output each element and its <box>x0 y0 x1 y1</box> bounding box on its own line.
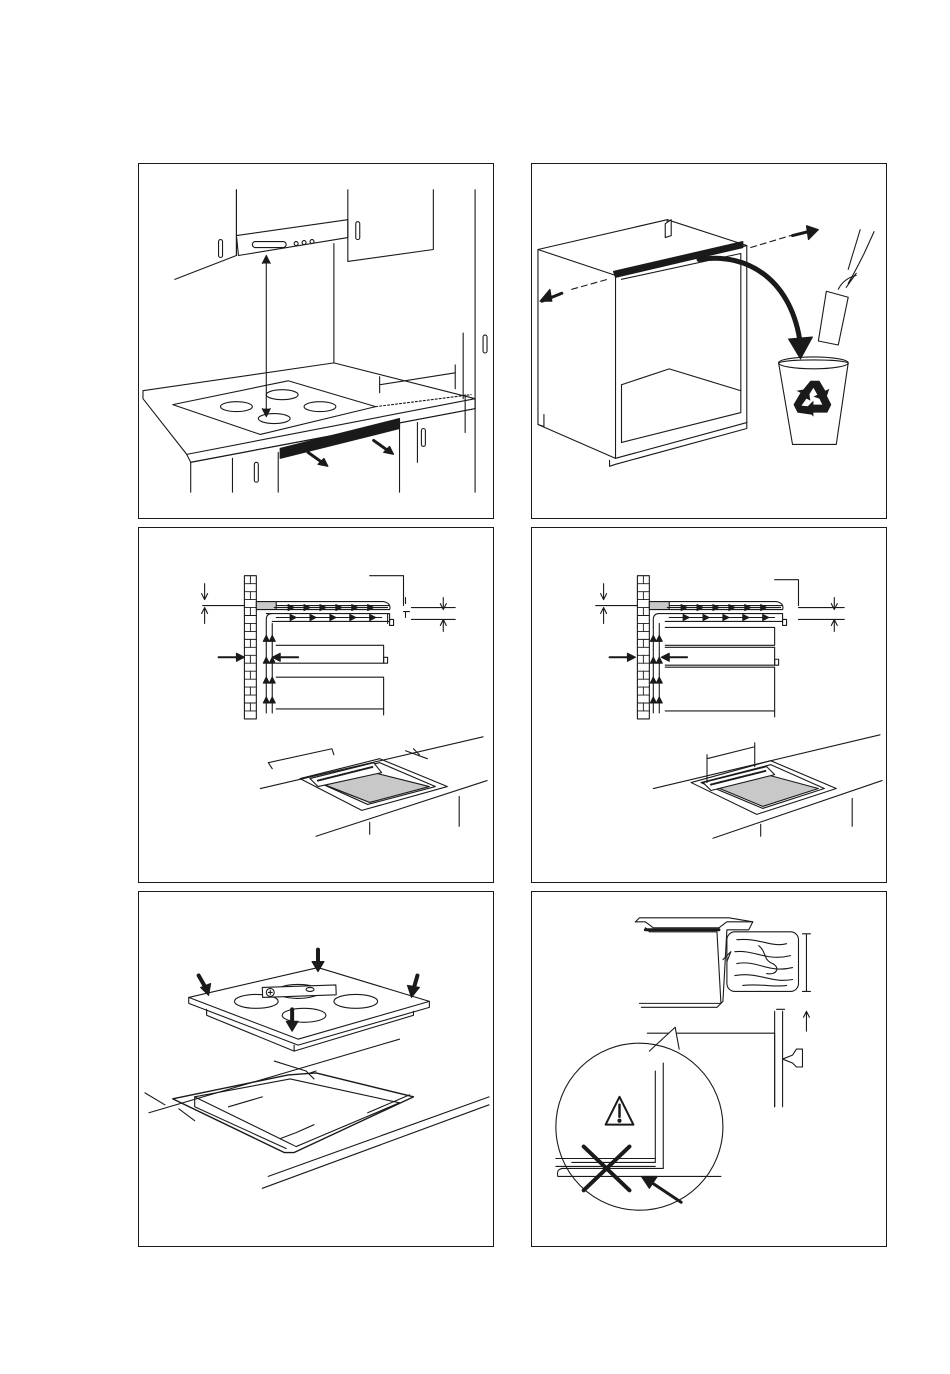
curved-arrow-icon <box>699 258 800 345</box>
worktop-section <box>727 932 799 992</box>
worktop-edge-warning-illustration <box>531 891 887 1247</box>
recycle-bin <box>779 360 849 445</box>
hinge <box>783 1049 803 1067</box>
airflow-arrow-icon <box>263 605 387 713</box>
recycle-icon <box>794 381 832 417</box>
hand-icon <box>846 230 874 288</box>
hob-seal-and-fitting-illustration <box>138 891 494 1247</box>
cabinet-crossbar-removal-illustration <box>531 163 887 519</box>
right-wall-cabinet <box>348 190 434 262</box>
cabinet-handle-icon <box>219 240 223 258</box>
removed-crossbar <box>818 291 848 345</box>
brick-wall <box>244 576 256 719</box>
airflow-arrow-icon <box>650 605 780 713</box>
oven-top <box>665 627 774 645</box>
cooking-zone-icon <box>221 402 253 412</box>
brick-wall <box>637 576 649 719</box>
ventilation-gap-drawer-illustration <box>138 527 494 883</box>
cooker-hood <box>236 220 347 256</box>
ventilation-gap-oven-illustration <box>531 527 887 883</box>
hob-profile <box>635 922 752 1008</box>
left-wall-cabinet <box>175 190 237 279</box>
hood-clearance-illustration <box>138 163 494 519</box>
hob <box>189 968 430 1040</box>
hob <box>173 381 376 435</box>
